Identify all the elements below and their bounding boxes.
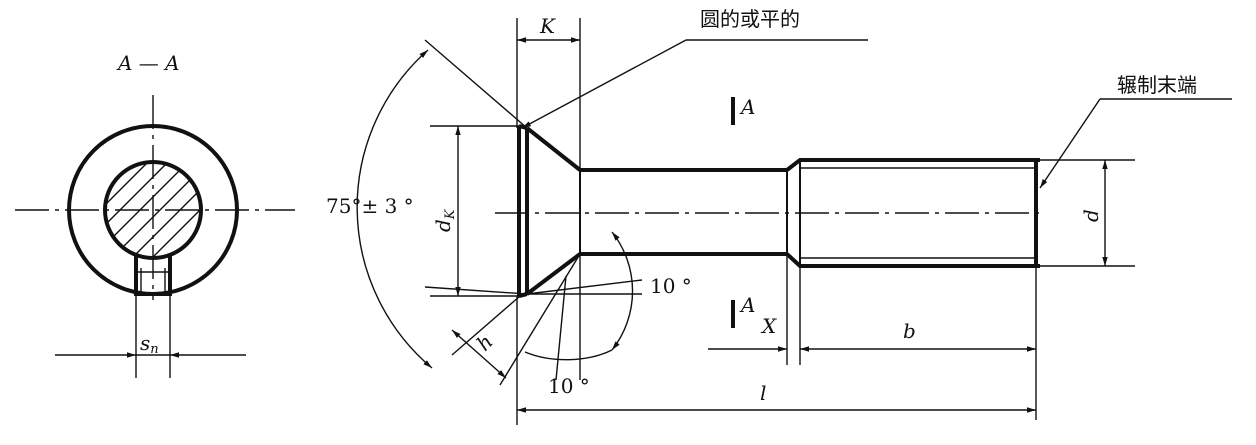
sn-label: sn	[140, 331, 159, 357]
thread-runout-lower	[785, 252, 1040, 268]
h-dimension-line	[451, 329, 507, 379]
k-label: K	[539, 14, 556, 38]
angle-10-right-arc	[611, 231, 634, 351]
d-label: d	[1079, 209, 1103, 222]
main-view: K dK d X b l 75°± 3 ° h	[326, 7, 1232, 425]
rolled-end-label: 辗制末端	[1117, 73, 1197, 97]
angle-10-right-label: 10 °	[650, 274, 692, 298]
angle-10-bottom-label: 10 °	[548, 374, 590, 398]
rolled-end-leader	[1039, 98, 1101, 189]
section-square-neck	[134, 256, 172, 296]
cut-mark-upper-label: A	[739, 95, 755, 119]
section-view: A — A sn	[15, 51, 295, 378]
section-title: A — A	[116, 51, 180, 75]
x-label: X	[760, 314, 777, 338]
cut-mark-lower-label: A	[739, 293, 755, 317]
dk-label: dK	[431, 208, 458, 232]
head-cone-lower	[525, 252, 582, 296]
round-or-flat-leader	[521, 39, 687, 129]
head-cone-upper	[525, 126, 582, 172]
round-or-flat-label: 圆的或平的	[700, 7, 800, 31]
l-label: l	[760, 381, 766, 405]
angle-75-arc	[356, 49, 433, 369]
b-label: b	[903, 319, 916, 343]
section-hatch	[105, 162, 201, 258]
angle-75-label: 75°± 3 °	[326, 194, 414, 218]
section-inner-circle	[103, 160, 203, 260]
